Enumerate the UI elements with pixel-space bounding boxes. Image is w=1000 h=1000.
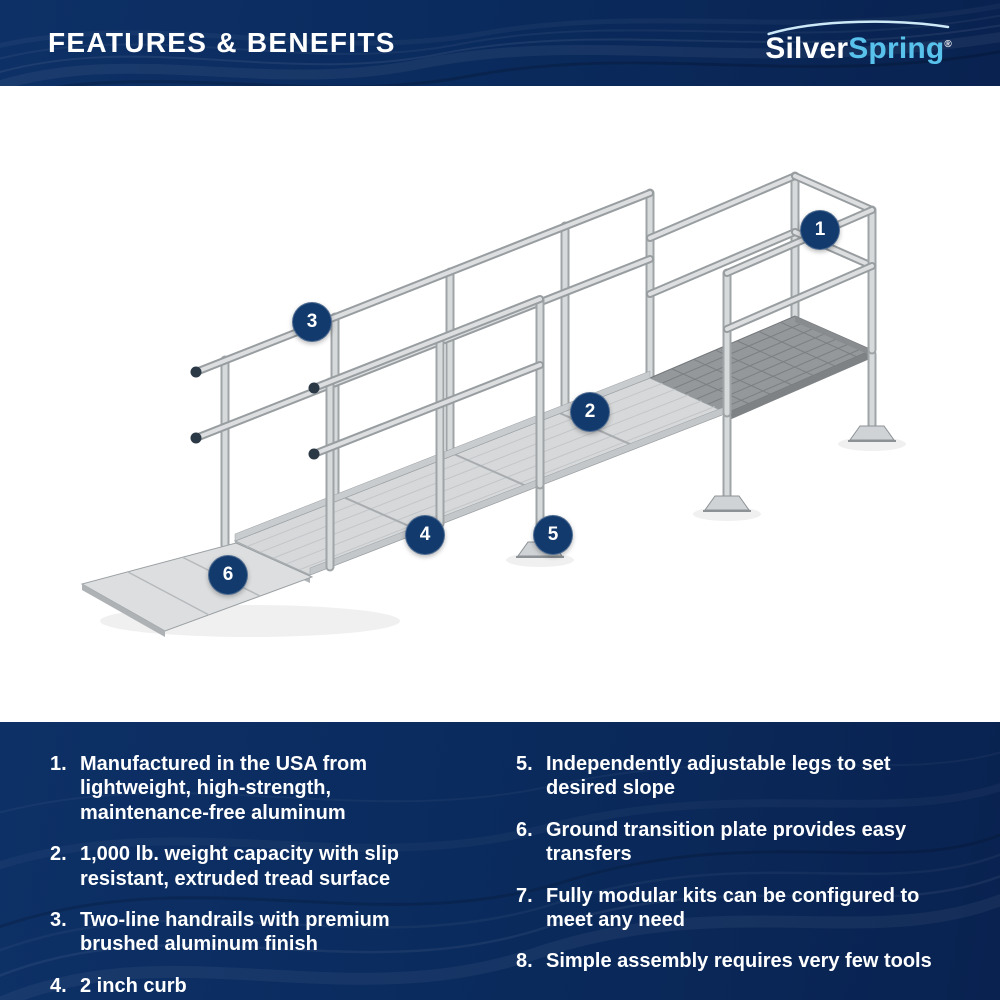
page-title: FEATURES & BENEFITS bbox=[48, 27, 396, 58]
brand-swoosh-icon bbox=[767, 20, 950, 36]
brand-first-word: Silver bbox=[765, 32, 849, 65]
platform-adjustable-legs bbox=[703, 349, 896, 512]
feature-text: 2 inch curb bbox=[80, 974, 187, 997]
callout-badge-4: 4 bbox=[405, 515, 445, 555]
brand-logo: SilverSpring® bbox=[765, 20, 952, 64]
callout-badge-3: 3 bbox=[292, 302, 332, 342]
feature-number: 3. bbox=[50, 908, 67, 931]
product-illustration: 1 2 3 4 5 6 bbox=[0, 86, 1000, 722]
feature-text: Independently adjustable legs to set des… bbox=[546, 753, 891, 800]
feature-number: 8. bbox=[516, 950, 533, 973]
near-handrail bbox=[308, 295, 545, 572]
header-content: FEATURES & BENEFITS SilverSpring® bbox=[0, 0, 1000, 86]
feature-item-6: 6. Ground transition plate provides easy… bbox=[516, 818, 964, 867]
features-panel: 1. Manufactured in the USA from lightwei… bbox=[0, 722, 1000, 1000]
feature-text: Simple assembly requires very few tools bbox=[546, 950, 932, 973]
feature-item-4: 4. 2 inch curb bbox=[50, 974, 480, 998]
platform-front-railing bbox=[722, 205, 877, 418]
feature-item-2: 2. 1,000 lb. weight capacity with slip r… bbox=[50, 842, 480, 891]
feature-number: 4. bbox=[50, 974, 67, 997]
brand-second-word: Spring bbox=[848, 32, 945, 65]
callout-badge-2: 2 bbox=[570, 392, 610, 432]
feature-number: 7. bbox=[516, 884, 533, 907]
platform-back-railing bbox=[646, 171, 876, 321]
feature-number: 6. bbox=[516, 818, 533, 841]
feature-text: Fully modular kits can be configured to … bbox=[546, 884, 920, 931]
feature-text: 1,000 lb. weight capacity with slip resi… bbox=[80, 843, 399, 890]
feature-number: 5. bbox=[516, 753, 533, 775]
callout-badge-6: 6 bbox=[208, 555, 248, 595]
feature-number: 2. bbox=[50, 843, 67, 866]
feature-item-3: 3. Two-line handrails with premium brush… bbox=[50, 908, 480, 957]
feature-text: Ground transition plate provides easy tr… bbox=[546, 818, 907, 866]
ramp-deck bbox=[233, 370, 729, 583]
header-banner: FEATURES & BENEFITS SilverSpring® bbox=[0, 0, 1000, 86]
callout-badge-1: 1 bbox=[800, 210, 840, 250]
registered-mark: ® bbox=[944, 39, 952, 50]
features-list: 1. Manufactured in the USA from lightwei… bbox=[0, 722, 1000, 1000]
callout-badge-5: 5 bbox=[533, 515, 573, 555]
ramp-diagram bbox=[80, 171, 906, 637]
feature-item-1: 1. Manufactured in the USA from lightwei… bbox=[50, 752, 480, 825]
features-column-right: 5. Independently adjustable legs to set … bbox=[516, 752, 964, 1000]
feature-item-5: 5. Independently adjustable legs to set … bbox=[516, 752, 964, 801]
features-column-left: 1. Manufactured in the USA from lightwei… bbox=[50, 752, 480, 1000]
ground-transition-plate bbox=[80, 542, 314, 637]
feature-item-8: 8. Simple assembly requires very few too… bbox=[516, 949, 964, 973]
feature-text: Two-line handrails with premium brushed … bbox=[80, 908, 390, 956]
brand-wordmark: SilverSpring® bbox=[765, 34, 952, 64]
feature-number: 1. bbox=[50, 753, 67, 775]
feature-item-7: 7. Fully modular kits can be configured … bbox=[516, 884, 964, 933]
feature-text: Manufactured in the USA from lightweight… bbox=[80, 753, 368, 824]
